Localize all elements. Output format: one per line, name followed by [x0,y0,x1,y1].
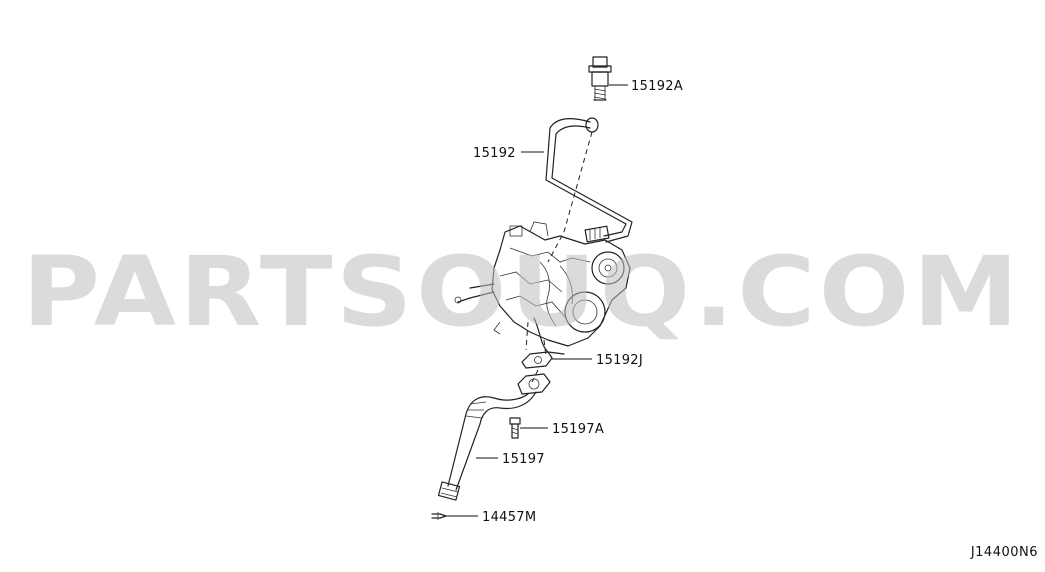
alignment-line-top [547,131,593,263]
diagram-code: J14400N6 [970,545,1038,560]
gasket-15192j [521,351,553,369]
clamp-14457m [431,512,447,520]
oil-return-tube-15197 [437,373,551,501]
alignment-line-bottom [531,369,539,383]
part-label-14457m[interactable]: 14457M [482,510,536,525]
watermark-text: PARTSOUQ.COM [22,236,1022,348]
part-label-15192a[interactable]: 15192A [631,79,683,94]
part-label-15192[interactable]: 15192 [473,146,516,161]
part-label-15197[interactable]: 15197 [502,452,545,467]
bolt-15192a [588,56,612,101]
part-label-15197a[interactable]: 15197A [552,422,604,437]
oil-feed-pipe-15192 [545,117,633,243]
bolt-15197a [509,417,521,439]
leader-lines [444,84,628,517]
part-label-15192j[interactable]: 15192J [596,353,643,368]
